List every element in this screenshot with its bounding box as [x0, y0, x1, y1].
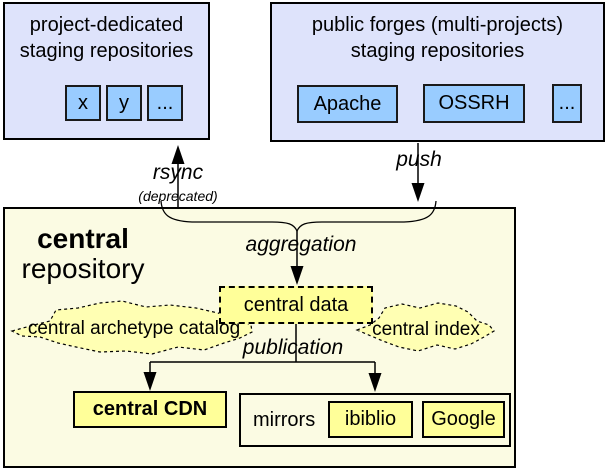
central-index-cloud-label: central index	[372, 319, 480, 340]
project-staging-title-line2: staging repositories	[19, 40, 194, 62]
aggregation-label: aggregation	[245, 233, 357, 256]
project-staging-box: project-dedicated staging repositories x…	[3, 2, 210, 140]
push-arrowhead	[411, 183, 425, 202]
staging-repo-chip-more: ...	[147, 85, 183, 121]
project-staging-title-line1: project-dedicated	[29, 14, 184, 36]
mirror-chip-google: Google	[422, 401, 505, 438]
staging-repo-chip-x: x	[65, 85, 101, 121]
public-forges-title-line2: staging repositories	[350, 40, 525, 62]
publication-label: publication	[242, 336, 344, 359]
project-staging-title: project-dedicated staging repositories	[5, 12, 208, 64]
push-label: push	[396, 148, 442, 171]
mirrors-box: mirrors ibiblio Google	[239, 393, 511, 447]
central-repository-title-line1: central	[37, 223, 129, 254]
public-forges-title-line1: public forges (multi-projects)	[311, 14, 564, 36]
rsync-label: rsync	[152, 161, 204, 184]
forge-chip-ossrh: OSSRH	[423, 84, 525, 123]
archetype-catalog-cloud-label: central archetype catalog	[27, 318, 241, 339]
staging-repo-chip-y: y	[106, 85, 142, 121]
mirror-chip-ibiblio: ibiblio	[328, 401, 413, 438]
central-repository-title-line2: repository	[21, 253, 145, 284]
rsync-deprecated-note: (deprecated)	[138, 188, 218, 204]
central-repository-title: central repository	[12, 224, 154, 284]
forge-chip-more: ...	[552, 84, 582, 123]
public-forges-box: public forges (multi-projects) staging r…	[270, 2, 605, 142]
forge-chip-apache: Apache	[297, 85, 398, 123]
mirrors-label: mirrors	[253, 408, 316, 431]
public-forges-title: public forges (multi-projects) staging r…	[272, 12, 603, 64]
central-cdn-box: central CDN	[73, 391, 227, 428]
